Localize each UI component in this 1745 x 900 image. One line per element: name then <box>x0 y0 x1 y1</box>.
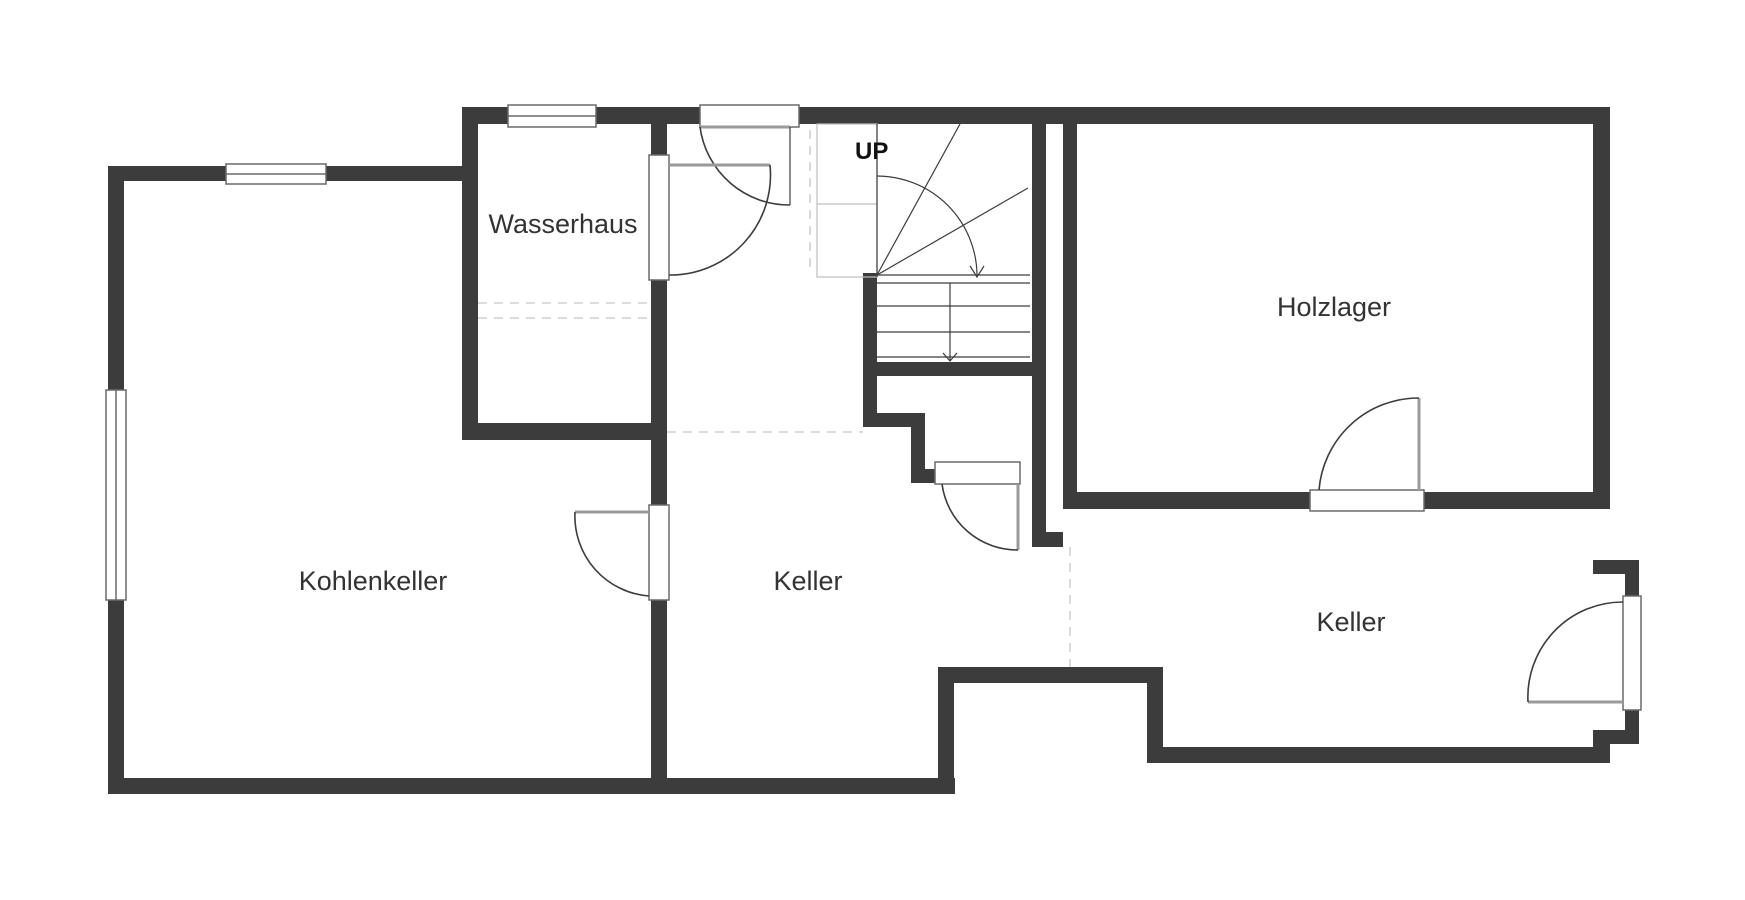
room-label-holzlager: Holzlager <box>1277 292 1391 322</box>
wall <box>1593 730 1610 763</box>
wall <box>1593 107 1610 509</box>
stair-arrowhead <box>969 265 985 279</box>
door <box>648 154 772 281</box>
door <box>574 504 670 601</box>
staircase <box>816 123 1030 362</box>
stair-arrowhead <box>942 352 958 362</box>
window <box>507 104 597 128</box>
door <box>1527 595 1642 711</box>
labels: UP Wasserhaus Holzlager Kohlenkeller Kel… <box>299 138 1391 637</box>
door <box>1309 397 1425 512</box>
room-label-kohlenkeller: Kohlenkeller <box>299 566 448 596</box>
door <box>934 461 1021 551</box>
wall <box>863 362 1046 376</box>
wall <box>1063 107 1077 509</box>
wall <box>462 107 478 440</box>
wall <box>863 413 925 427</box>
wall <box>1625 560 1639 598</box>
stair-arrow-curve <box>876 175 978 276</box>
wall <box>1032 532 1063 547</box>
window <box>105 389 127 601</box>
wall <box>1032 107 1046 547</box>
windows <box>105 104 597 601</box>
room-label-keller-center: Keller <box>773 566 842 596</box>
wall <box>108 778 955 794</box>
wall <box>462 423 657 440</box>
wall <box>1147 667 1163 761</box>
wall <box>863 273 877 427</box>
door <box>699 104 800 206</box>
stair-step <box>876 123 961 276</box>
doors <box>574 104 1642 711</box>
wall <box>1147 747 1610 763</box>
wall <box>911 413 925 483</box>
dashed-openings <box>478 130 1071 667</box>
window <box>225 163 327 185</box>
room-label-keller-right: Keller <box>1316 607 1385 637</box>
wall <box>938 667 954 794</box>
room-label-wasserhaus: Wasserhaus <box>488 209 637 239</box>
stair-step <box>876 187 1029 276</box>
wall <box>938 667 1163 683</box>
stairs-up-label: UP <box>855 138 888 165</box>
walls <box>108 107 1639 794</box>
